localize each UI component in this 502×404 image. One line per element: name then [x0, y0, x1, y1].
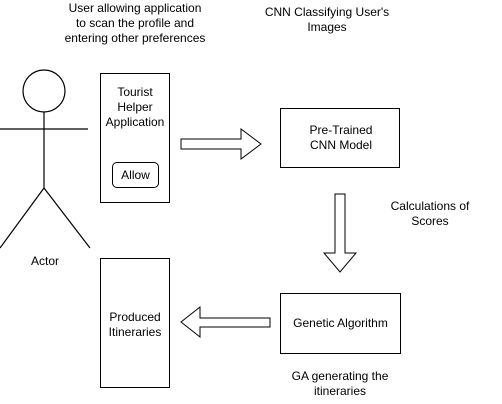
actor-figure	[0, 69, 91, 249]
arrow-ga-to-output	[180, 305, 271, 339]
ga-box-label: Genetic Algorithm	[293, 316, 388, 330]
tourist-helper-app-box: Tourist Helper Application Allow	[100, 73, 170, 203]
arrow-app-to-cnn	[180, 128, 262, 160]
produced-itineraries-box: Produced Itineraries	[100, 258, 170, 388]
actor-right-leg	[43, 187, 91, 249]
caption-user-allowing: User allowing application to scan the pr…	[64, 1, 206, 45]
app-box-label: Tourist Helper Application	[105, 85, 165, 129]
genetic-algorithm-box: Genetic Algorithm	[280, 293, 401, 354]
cnn-model-box: Pre-Trained CNN Model	[280, 108, 400, 168]
cnn-box-label: Pre-Trained CNN Model	[309, 123, 373, 152]
actor-left-leg	[0, 187, 45, 249]
actor-head	[22, 69, 66, 113]
caption-cnn-classifying: CNN Classifying User's Images	[264, 5, 390, 34]
arrow-cnn-to-ga	[322, 193, 358, 273]
output-box-label: Produced Itineraries	[108, 310, 162, 339]
caption-ga-generating: GA generating the itineraries	[291, 369, 389, 398]
allow-button[interactable]: Allow	[112, 162, 159, 188]
actor-label: Actor	[30, 254, 59, 268]
caption-calculations-of-scores: Calculations of Scores	[390, 199, 470, 228]
